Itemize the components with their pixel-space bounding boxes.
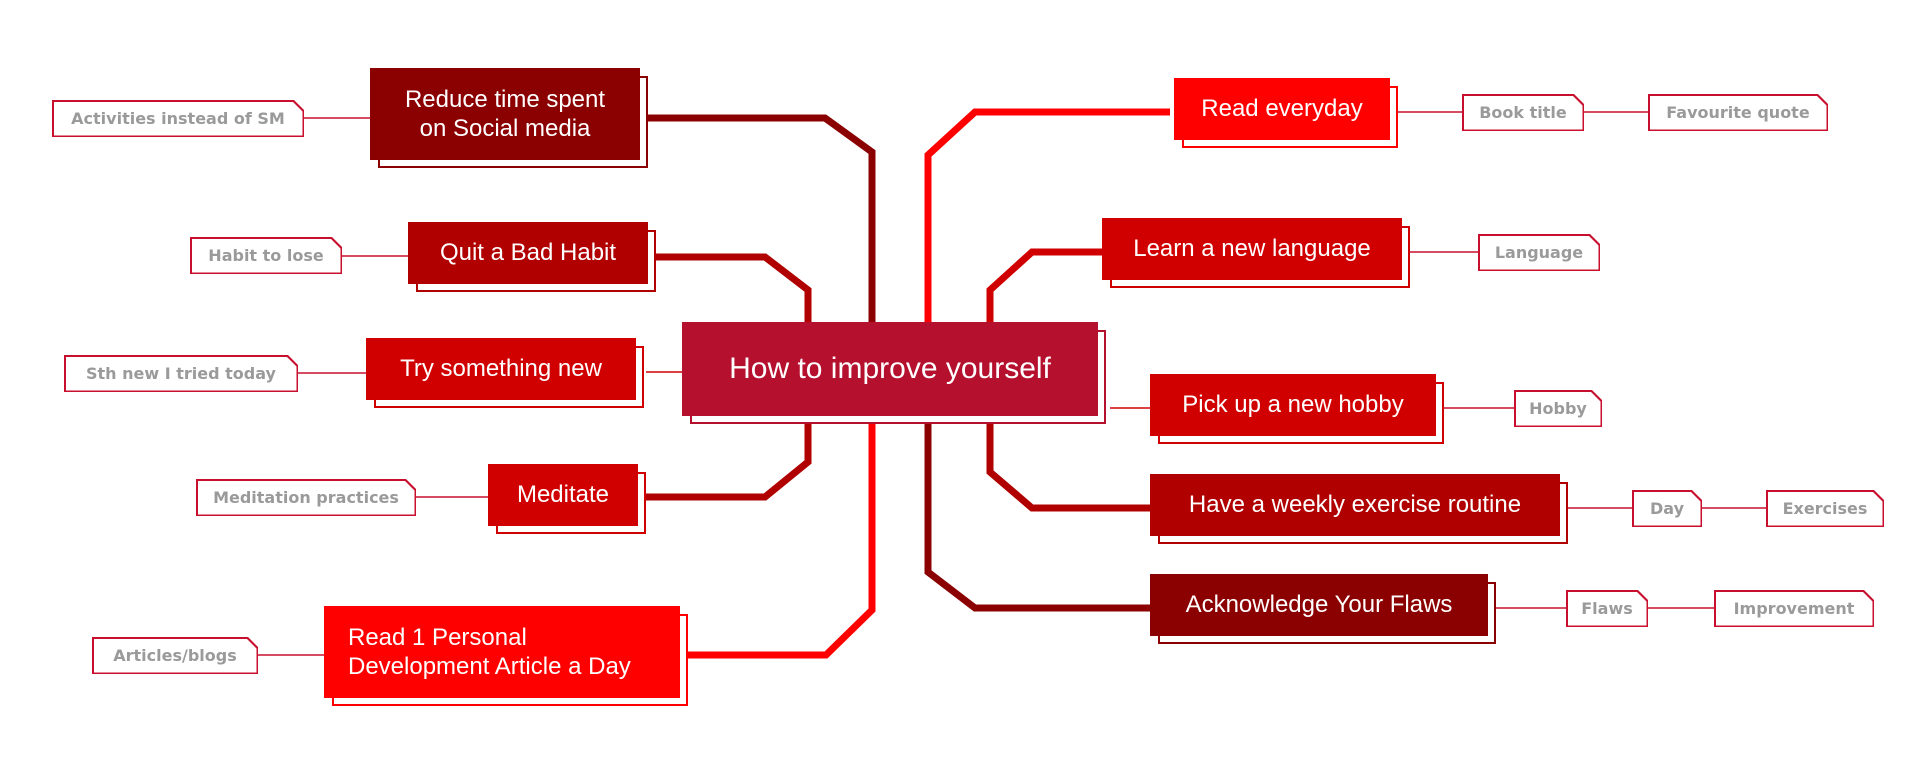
branch-exercise[interactable]: Have a weekly exercise routine — [1150, 474, 1560, 536]
branch-hobby[interactable]: Pick up a new hobby — [1150, 374, 1436, 436]
branch-hobby-label: Pick up a new hobby — [1182, 391, 1404, 419]
connector-read-article — [688, 420, 876, 659]
tag-book-title-label: Book title — [1479, 103, 1567, 122]
tag-language-label: Language — [1494, 243, 1584, 262]
tag-book-title[interactable]: Book title — [1464, 96, 1583, 130]
tag-flaws[interactable]: Flaws — [1568, 592, 1647, 626]
branch-social-media[interactable]: Reduce time spent on Social media — [370, 68, 640, 160]
branch-bad-habit-label: Quit a Bad Habit — [439, 239, 617, 267]
tag-hobby[interactable]: Hobby — [1516, 392, 1601, 426]
branch-read-everyday[interactable]: Read everyday — [1174, 78, 1390, 140]
connector-social-media — [648, 114, 876, 330]
center-topic-label: How to improve yourself — [729, 351, 1051, 385]
tag-habit-to-lose[interactable]: Habit to lose — [192, 239, 341, 273]
branch-exercise-label: Have a weekly exercise routine — [1188, 491, 1522, 519]
tag-improvement-label: Improvement — [1733, 599, 1855, 618]
tag-day[interactable]: Day — [1634, 492, 1701, 526]
connector-exercise — [986, 420, 1150, 512]
branch-read-everyday-label: Read everyday — [1201, 95, 1363, 123]
branch-language-label: Learn a new language — [1133, 235, 1371, 263]
tag-day-label: Day — [1649, 499, 1684, 518]
connector-language — [986, 248, 1102, 330]
tag-sth-new[interactable]: Sth new I tried today — [66, 357, 297, 391]
branch-meditate[interactable]: Meditate — [488, 464, 638, 526]
tag-sth-new-label: Sth new I tried today — [86, 364, 276, 383]
center-topic[interactable]: How to improve yourself — [682, 322, 1098, 416]
tag-favourite-quote[interactable]: Favourite quote — [1650, 96, 1827, 130]
branch-try-new-label: Try something new — [400, 355, 602, 383]
tag-activities[interactable]: Activities instead of SM — [54, 102, 303, 136]
connector-bad-habit — [655, 253, 812, 330]
branch-flaws[interactable]: Acknowledge Your Flaws — [1150, 574, 1488, 636]
branch-read-article-line1: Read 1 Personal — [348, 623, 527, 651]
branch-social-media-line1: Reduce time spent — [404, 85, 606, 113]
tag-meditation[interactable]: Meditation practices — [198, 481, 415, 515]
branch-social-media-line2: on Social media — [419, 115, 591, 142]
branch-try-new[interactable]: Try something new — [366, 338, 636, 400]
branch-read-article-line2: Development Article a Day — [348, 653, 631, 680]
connector-flaws — [924, 420, 1150, 612]
tag-hobby-label: Hobby — [1529, 399, 1587, 418]
tag-improvement[interactable]: Improvement — [1716, 592, 1873, 626]
tag-activities-label: Activities instead of SM — [71, 109, 285, 128]
branch-bad-habit[interactable]: Quit a Bad Habit — [408, 222, 648, 284]
tag-exercises[interactable]: Exercises — [1768, 492, 1883, 526]
connector-read-everyday — [924, 108, 1170, 330]
tag-habit-to-lose-label: Habit to lose — [208, 246, 324, 265]
branch-read-article[interactable]: Read 1 Personal Development Article a Da… — [324, 606, 680, 698]
tag-language[interactable]: Language — [1480, 236, 1599, 270]
branch-flaws-label: Acknowledge Your Flaws — [1185, 591, 1453, 619]
branch-meditate-label: Meditate — [516, 481, 610, 509]
connector-meditate — [646, 420, 812, 501]
tag-favourite-quote-label: Favourite quote — [1666, 103, 1810, 122]
tag-articles[interactable]: Articles/blogs — [94, 639, 257, 673]
tag-articles-label: Articles/blogs — [113, 646, 237, 665]
connector-social-media-thin — [648, 117, 873, 153]
tag-exercises-label: Exercises — [1782, 499, 1868, 518]
branch-language[interactable]: Learn a new language — [1102, 218, 1402, 280]
tag-flaws-label: Flaws — [1581, 599, 1633, 618]
tag-meditation-label: Meditation practices — [213, 488, 399, 507]
